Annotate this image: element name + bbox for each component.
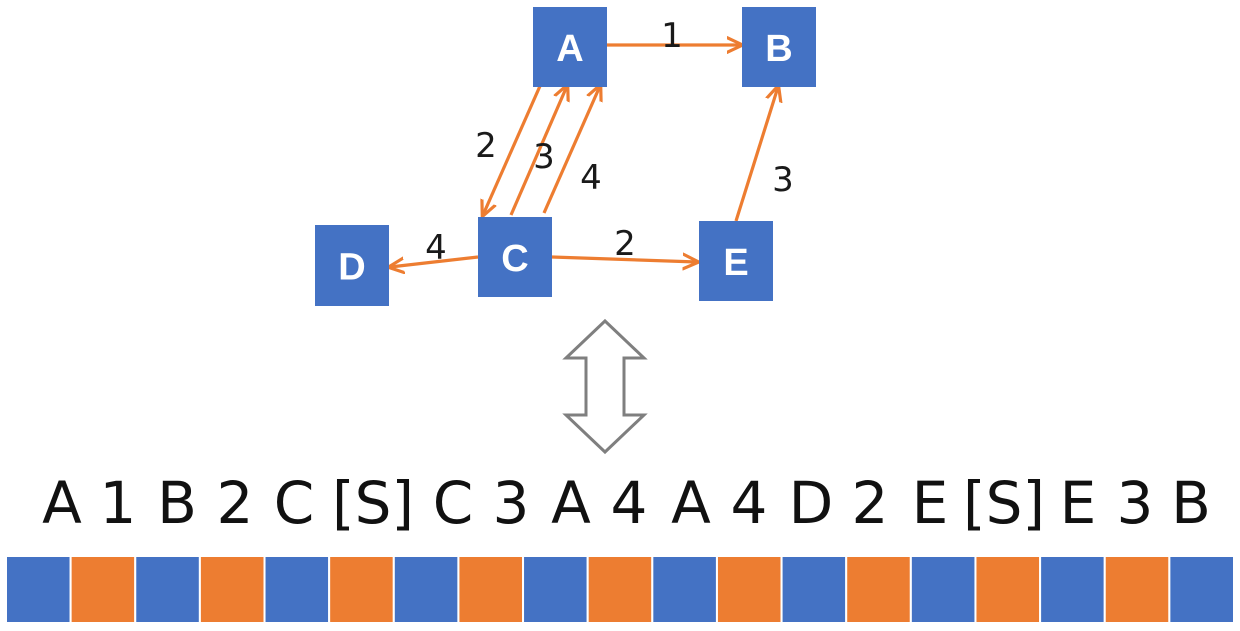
edge-a-to-c bbox=[483, 85, 542, 215]
sequence-token: 3 bbox=[1117, 469, 1154, 537]
relation-cell bbox=[1103, 555, 1171, 624]
sequence-token: B bbox=[1171, 469, 1211, 537]
sequence-token: E bbox=[1060, 469, 1097, 537]
sequence-token: 3 bbox=[493, 469, 530, 537]
node-a: A bbox=[533, 7, 607, 87]
edge-label: 4 bbox=[580, 158, 602, 198]
node-box bbox=[533, 7, 607, 87]
edge-label: 2 bbox=[614, 224, 636, 264]
sequence-cells bbox=[5, 555, 1235, 624]
entity-cell bbox=[909, 555, 977, 624]
node-label: B bbox=[765, 28, 792, 70]
relation-cell bbox=[457, 555, 525, 624]
edge-label: 2 bbox=[475, 126, 497, 166]
bidirectional-arrow-icon bbox=[562, 318, 648, 455]
entity-cell bbox=[1168, 555, 1235, 624]
relation-cell bbox=[69, 555, 137, 624]
node-label: D bbox=[338, 247, 365, 289]
sequence-token: 4 bbox=[731, 469, 768, 537]
entity-cell bbox=[5, 555, 72, 624]
entity-cell bbox=[263, 555, 331, 624]
node-c: C bbox=[478, 217, 552, 297]
edge-c-to-e bbox=[551, 257, 697, 262]
edge-label: 3 bbox=[533, 137, 555, 177]
relation-cell bbox=[328, 555, 395, 624]
graph-nodes: A B C D E bbox=[315, 7, 816, 306]
relation-cell bbox=[974, 555, 1042, 624]
edge-label: 3 bbox=[772, 160, 794, 200]
entity-cell bbox=[651, 555, 718, 624]
sequence-token: E bbox=[912, 469, 949, 537]
edge-label: 1 bbox=[661, 16, 683, 56]
entity-cell bbox=[522, 555, 589, 624]
entity-cell bbox=[392, 555, 460, 624]
node-box bbox=[478, 217, 552, 297]
node-box bbox=[742, 7, 816, 87]
node-label: C bbox=[501, 238, 528, 280]
entity-cell bbox=[134, 555, 201, 624]
relation-cell bbox=[715, 555, 783, 624]
sequence-token: 1 bbox=[100, 469, 137, 537]
node-box bbox=[699, 221, 773, 301]
relation-cell bbox=[586, 555, 654, 624]
graph-edges bbox=[390, 45, 778, 267]
node-d: D bbox=[315, 225, 389, 306]
sequence-token: 2 bbox=[217, 469, 254, 537]
sequence-token: A bbox=[671, 469, 711, 537]
relation-cell bbox=[845, 555, 912, 624]
node-b: B bbox=[742, 7, 816, 87]
edge-c-to-a bbox=[542, 86, 600, 214]
edge-c-to-d bbox=[390, 255, 479, 267]
node-e: E bbox=[699, 221, 773, 301]
node-label: E bbox=[723, 242, 748, 284]
sequence-token: A bbox=[42, 469, 82, 537]
sequence-token: C bbox=[274, 469, 315, 537]
sequence-token: A bbox=[551, 469, 591, 537]
sequence-token: B bbox=[157, 469, 197, 537]
node-label: A bbox=[556, 28, 583, 70]
sequence-token: D bbox=[789, 469, 834, 537]
entity-cell bbox=[780, 555, 848, 624]
sequence-token: C bbox=[433, 469, 474, 537]
sequence-token: 2 bbox=[852, 469, 889, 537]
sequence-token: 4 bbox=[611, 469, 648, 537]
node-box bbox=[315, 225, 389, 306]
separator-token: [S] bbox=[963, 469, 1045, 537]
entity-cell bbox=[1039, 555, 1106, 624]
edge-c-to-a bbox=[509, 86, 567, 216]
relation-cell bbox=[198, 555, 266, 624]
edge-e-to-b bbox=[734, 87, 778, 222]
separator-token: [S] bbox=[332, 469, 414, 537]
edge-label: 4 bbox=[425, 228, 447, 268]
